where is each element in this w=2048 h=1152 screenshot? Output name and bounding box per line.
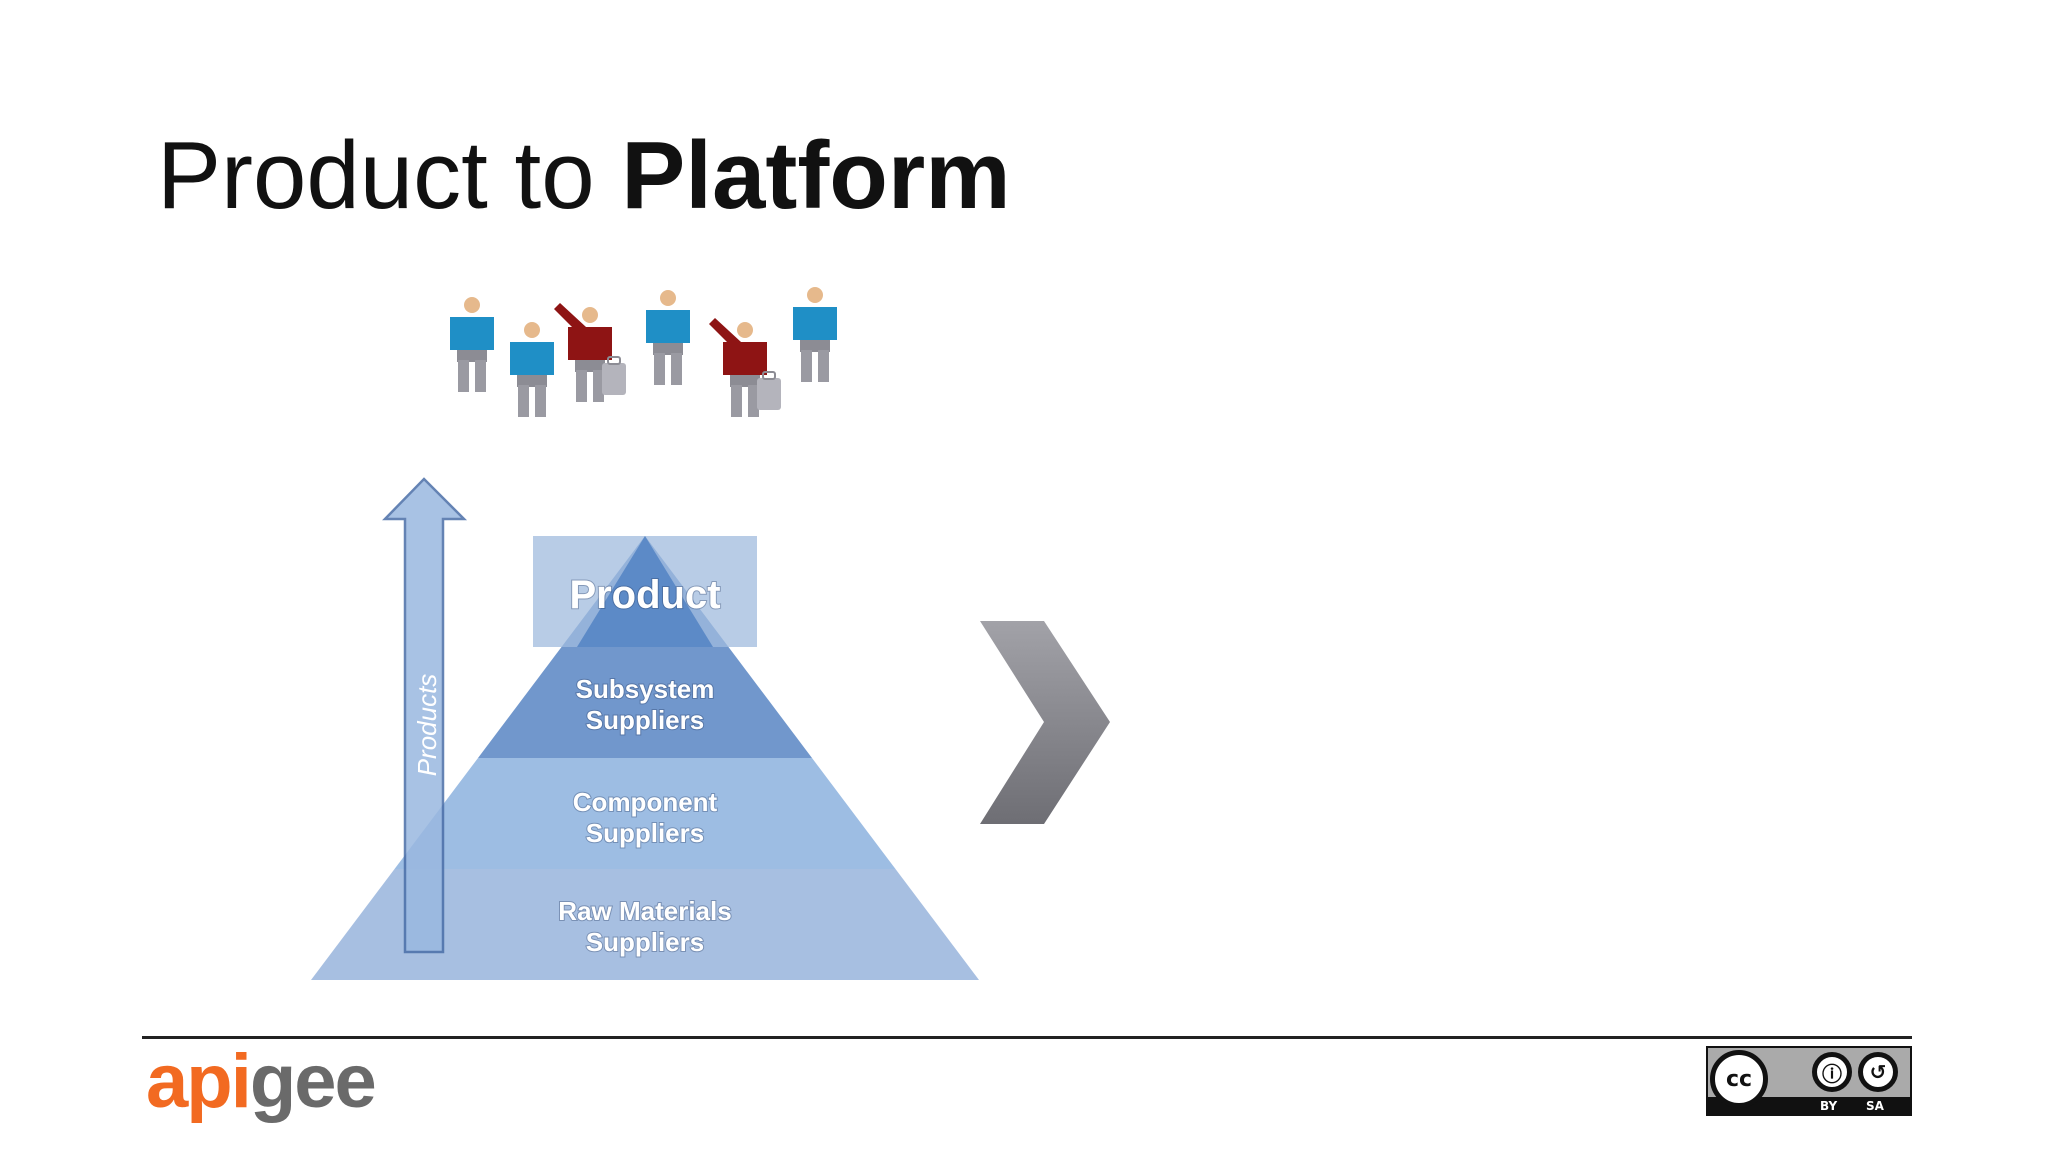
tier-subsystem-line1: Subsystem: [576, 674, 715, 704]
product-label: Product: [569, 573, 720, 617]
tier-component-line2: Suppliers: [586, 818, 704, 848]
cc-icon: cc: [1710, 1050, 1768, 1108]
products-arrow-label: Products: [412, 674, 442, 777]
license-sa-label: SA: [1866, 1099, 1884, 1113]
footer-divider: [142, 1036, 1912, 1039]
tier-component-line1: Component: [573, 787, 718, 817]
license-band: [1708, 1097, 1910, 1114]
title-bold: Platform: [621, 122, 1011, 229]
cc-by-sa-license-badge: cc ⓘ ↺ BY SA: [1706, 1046, 1912, 1116]
products-arrow: [382, 477, 468, 954]
person-icon: [510, 322, 554, 417]
tier-raw-line1: Raw Materials: [558, 896, 731, 926]
share-alike-icon: ↺: [1858, 1052, 1898, 1092]
person-icon: [554, 303, 626, 402]
attribution-icon: ⓘ: [1812, 1052, 1852, 1092]
person-icon: [709, 318, 781, 417]
tier-subsystem-line2: Suppliers: [586, 705, 704, 735]
people-group: [450, 287, 837, 417]
slide-title: Product to Platform: [157, 118, 1011, 233]
person-icon: [646, 290, 690, 385]
license-by-label: BY: [1820, 1099, 1838, 1113]
person-icon: [793, 287, 837, 382]
tier-raw-line2: Suppliers: [586, 927, 704, 957]
product-triangle: [577, 536, 713, 647]
chevron-right-icon: [980, 621, 1110, 824]
title-regular: Product to: [157, 122, 622, 229]
person-icon: [450, 297, 494, 392]
apigee-logo: apigee: [146, 1039, 377, 1124]
